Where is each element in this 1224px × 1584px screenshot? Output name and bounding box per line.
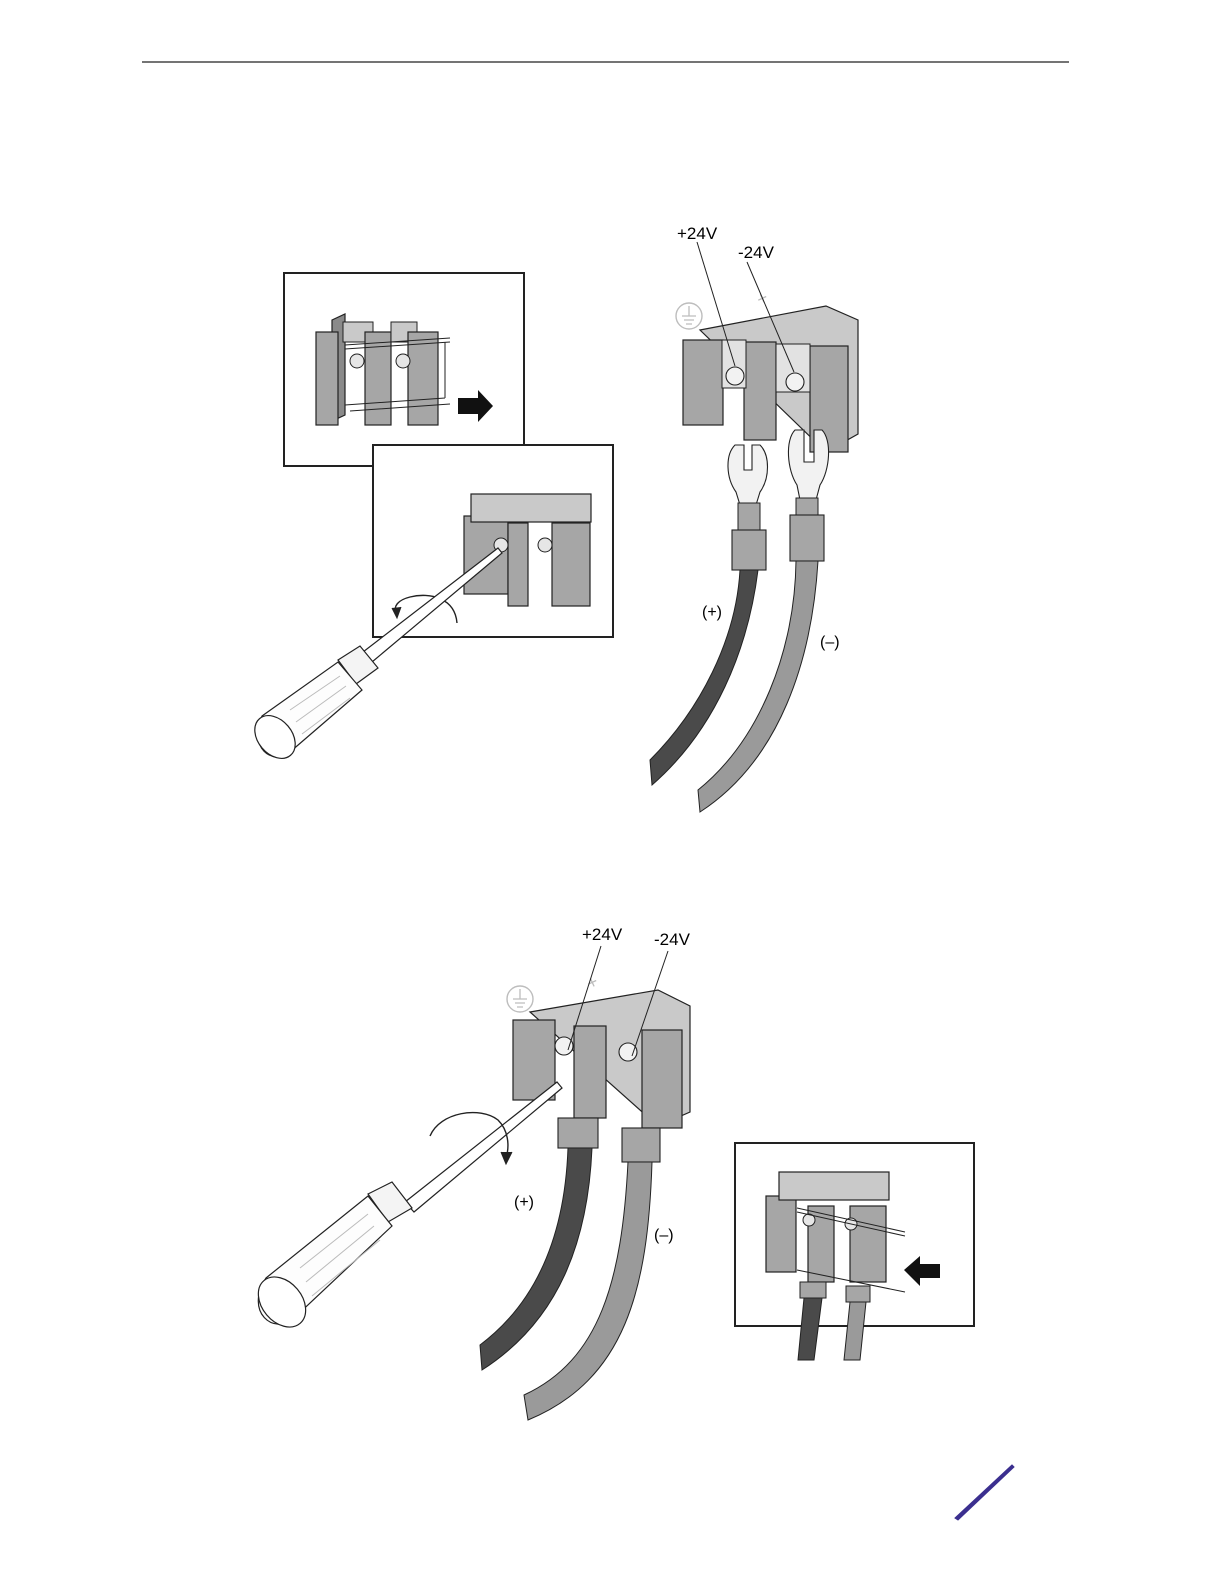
lug-positive	[728, 445, 768, 505]
label-negative-wire: (–)	[820, 634, 840, 651]
terminal-block-illustration	[464, 494, 591, 606]
terminal-block-attached: + –	[480, 946, 690, 1420]
figure-bottom-attach-wires: + –	[249, 925, 974, 1420]
label-negative-terminal: -24V	[738, 243, 775, 262]
label-negative-wire: (–)	[654, 1227, 674, 1244]
terminal-block-with-lugs: + –	[650, 242, 858, 812]
screw-positive	[555, 1037, 573, 1055]
screw-negative	[786, 373, 804, 391]
figure-top-remove-cover: + – +24V -24V (+) (–)	[247, 224, 858, 812]
label-positive-wire: (+)	[514, 1194, 534, 1211]
label-positive-wire: (+)	[702, 604, 722, 621]
brand-slash-logo	[955, 1465, 1014, 1520]
inset-cover-replacement	[735, 1143, 974, 1360]
label-positive-terminal: +24V	[677, 224, 718, 243]
label-positive-terminal: +24V	[582, 925, 623, 944]
lug-negative	[788, 430, 828, 500]
inset-cover-removal	[284, 273, 524, 466]
screw-negative	[619, 1043, 637, 1061]
inset-loosen-screws	[373, 445, 613, 637]
screw-positive	[726, 367, 744, 385]
label-negative-terminal: -24V	[654, 930, 691, 949]
wire-positive	[480, 1148, 592, 1370]
